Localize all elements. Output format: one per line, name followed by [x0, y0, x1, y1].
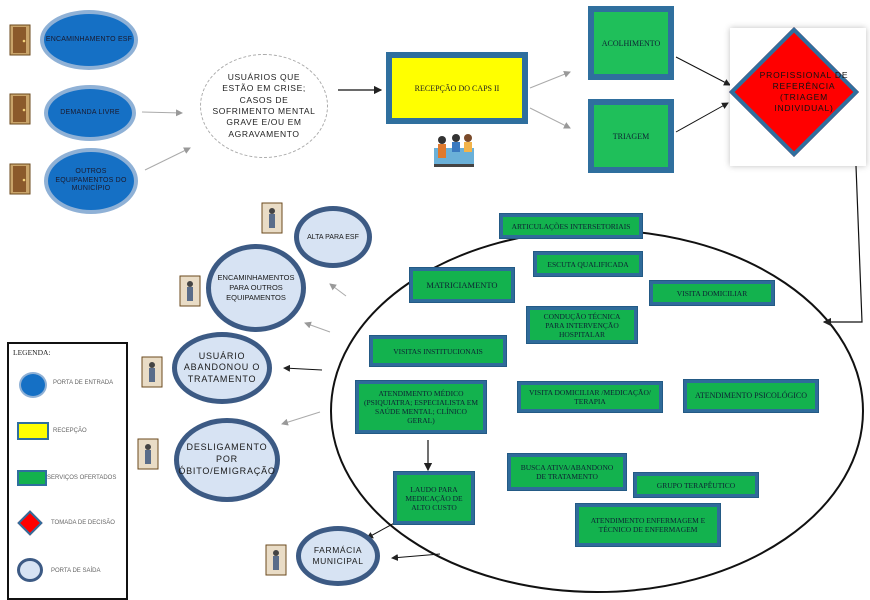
service-busca-ativa[interactable]: BUSCA ATIVA/ABANDONO DE TRATAMENTO	[508, 454, 626, 490]
service-visitas-institucionais[interactable]: VISITAS INSTITUCIONAIS	[370, 336, 506, 366]
service-label: MATRICIAMENTO	[426, 279, 498, 290]
service-visita-medicacao[interactable]: VISITA DOMICILIAR /MEDICAÇÃO/ TERAPIA	[518, 382, 662, 412]
door-person-icon	[136, 437, 160, 471]
entry-label: ENCAMINHAMENTO ESF	[45, 35, 133, 43]
exit-label: DESLIGAMENTO POR ÓBITO/EMIGRAÇÃO	[178, 442, 276, 476]
arrow-demanda-to-users	[141, 109, 183, 117]
target-group-circle: USUÁRIOS QUE ESTÃO EM CRISE; CASOS DE SO…	[200, 54, 328, 158]
door-icon	[8, 92, 32, 126]
service-label: LAUDO PARA MEDICAÇÃO DE ALTO CUSTO	[405, 484, 463, 512]
legend-label: PORTA DE ENTRADA	[53, 380, 114, 386]
legend-box: LEGENDA: PORTA DE ENTRADA RECEPÇÃO SERVI…	[7, 342, 128, 600]
legend-swatch-exit	[17, 558, 43, 582]
triagem-box[interactable]: TRIAGEM	[588, 99, 674, 173]
acolhimento-box[interactable]: ACOLHIMENTO	[588, 6, 674, 80]
arrow-triagem-to-decision	[675, 102, 729, 133]
arrow-to-encaminhamentos-2	[304, 321, 331, 333]
reception-box[interactable]: RECEPÇÃO DO CAPS II	[386, 52, 528, 124]
legend-swatch-service	[17, 470, 47, 486]
service-label: ATENDIMENTO PSICOLÓGICO	[694, 391, 808, 401]
service-label: ESCUTA QUALIFICADA	[547, 259, 629, 269]
legend-label: RECEPÇÃO	[53, 428, 87, 434]
arrow-reception-to-acolhimento	[529, 70, 571, 89]
door-icon	[8, 162, 32, 196]
exit-label: USUÁRIO ABANDONOU O TRATAMENTO	[183, 351, 261, 384]
service-label: VISITA DOMICILIAR /MEDICAÇÃO/ TERAPIA	[529, 388, 651, 406]
service-label: CONDUÇÃO TÉCNICA PARA INTERVENÇÃO HOSPIT…	[543, 311, 621, 339]
target-group-label: USUÁRIOS QUE ESTÃO EM CRISE; CASOS DE SO…	[212, 71, 316, 139]
service-atendimento-psicologico[interactable]: ATENDIMENTO PSICOLÓGICO	[684, 380, 818, 412]
service-atendimento-medico[interactable]: ATENDIMENTO MÉDICO (PSIQUIATRA; ESPECIAL…	[356, 381, 486, 433]
service-label: ATENDIMENTO ENFERMAGEM E TÉCNICO DE ENFE…	[590, 516, 706, 534]
service-label: BUSCA ATIVA/ABANDONO DE TRATAMENTO	[520, 463, 614, 481]
legend-swatch-entry	[19, 372, 47, 398]
exit-alta-esf[interactable]: ALTA PARA ESF	[294, 206, 372, 268]
entry-encaminhamento-esf[interactable]: ENCAMINHAMENTO ESF	[40, 10, 138, 70]
entry-label: DEMANDA LIVRE	[60, 108, 120, 116]
door-person-icon	[178, 274, 202, 308]
service-enfermagem[interactable]: ATENDIMENTO ENFERMAGEM E TÉCNICO DE ENFE…	[576, 504, 720, 546]
arrow-ellipse-to-farmacia	[391, 553, 441, 561]
acolhimento-label: ACOLHIMENTO	[601, 38, 661, 48]
service-label: VISITAS INSTITUCIONAIS	[393, 346, 483, 356]
door-person-icon	[260, 201, 284, 235]
exit-label: ALTA PARA ESF	[307, 233, 359, 241]
exit-label: FARMÁCIA MUNICIPAL	[312, 544, 364, 566]
arrow-to-abandono	[283, 364, 323, 372]
arrow-acolhimento-to-decision	[675, 56, 731, 86]
triagem-label: TRIAGEM	[612, 131, 650, 141]
exit-encaminhamentos[interactable]: ENCAMINHAMENTOS PARA OUTROS EQUIPAMENTOS	[206, 244, 306, 332]
arrow-reception-to-triagem	[529, 107, 571, 129]
service-laudo[interactable]: LAUDO PARA MEDICAÇÃO DE ALTO CUSTO	[394, 472, 474, 524]
service-conducao[interactable]: CONDUÇÃO TÉCNICA PARA INTERVENÇÃO HOSPIT…	[527, 307, 637, 343]
legend-title: LEGENDA:	[13, 348, 51, 357]
legend-swatch-reception	[17, 422, 49, 440]
exit-label: ENCAMINHAMENTOS PARA OUTROS EQUIPAMENTOS	[217, 273, 295, 302]
door-icon	[8, 23, 32, 57]
entry-label: OUTROS EQUIPAMENTOS DO MUNICÍPIO	[55, 167, 127, 193]
exit-desligamento[interactable]: DESLIGAMENTO POR ÓBITO/EMIGRAÇÃO	[174, 418, 280, 502]
decision-text: PROFISSIONAL DE REFERÊNCIA (TRIAGEM INDI…	[752, 60, 856, 124]
service-matriciamento[interactable]: MATRICIAMENTO	[410, 268, 514, 302]
entry-outros-equipamentos[interactable]: OUTROS EQUIPAMENTOS DO MUNICÍPIO	[44, 148, 138, 214]
arrow-decision-to-services	[822, 139, 863, 327]
exit-abandono[interactable]: USUÁRIO ABANDONOU O TRATAMENTO	[172, 332, 272, 404]
service-label: VISITA DOMICILIAR	[676, 288, 748, 298]
service-label: GRUPO TERAPÊUTICO	[656, 480, 736, 490]
legend-swatch-decision	[17, 510, 43, 536]
service-escuta[interactable]: ESCUTA QUALIFICADA	[534, 252, 642, 276]
reception-people-icon	[430, 128, 476, 170]
entry-demanda-livre[interactable]: DEMANDA LIVRE	[44, 85, 136, 141]
arrow-to-desligamento	[281, 411, 321, 426]
arrow-outros-to-users	[144, 147, 191, 171]
exit-farmacia[interactable]: FARMÁCIA MUNICIPAL	[296, 526, 380, 586]
door-person-icon	[140, 355, 164, 389]
service-label: ATENDIMENTO MÉDICO (PSIQUIATRA; ESPECIAL…	[364, 389, 478, 425]
service-visita-domiciliar[interactable]: VISITA DOMICILIAR	[650, 281, 774, 305]
service-label: ARTICULAÇÕES INTERSETORIAIS	[511, 221, 631, 231]
decision-label: PROFISSIONAL DE REFERÊNCIA (TRIAGEM INDI…	[759, 69, 849, 114]
door-person-icon	[264, 543, 288, 577]
service-grupo[interactable]: GRUPO TERAPÊUTICO	[634, 473, 758, 497]
legend-label: SERVIÇOS OFERTADOS	[47, 475, 117, 481]
arrow-to-encaminhamentos	[329, 283, 347, 297]
legend-label: PORTA DE SAÍDA	[51, 568, 101, 574]
service-articulacoes[interactable]: ARTICULAÇÕES INTERSETORIAIS	[500, 214, 642, 238]
reception-label: RECEPÇÃO DO CAPS II	[414, 83, 500, 93]
legend-label: TOMADA DE DECISÃO	[51, 520, 115, 526]
